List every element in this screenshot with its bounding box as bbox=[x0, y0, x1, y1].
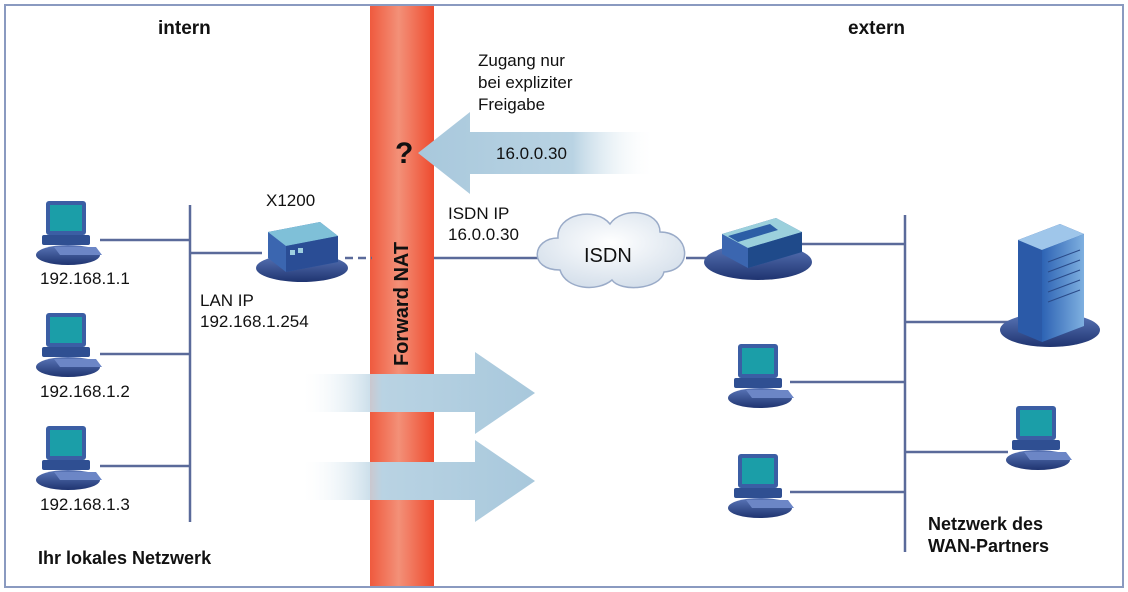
router-icon bbox=[256, 222, 348, 282]
local-pc-2-icon bbox=[36, 313, 102, 377]
access-note-line3: Freigabe bbox=[478, 95, 546, 114]
zone-intern-label: intern bbox=[158, 18, 211, 39]
outgoing-arrow-1 bbox=[300, 352, 535, 434]
outgoing-arrow-2 bbox=[300, 440, 535, 522]
router-name-label: X1200 bbox=[266, 191, 316, 210]
access-note-line2: bei expliziter bbox=[478, 73, 573, 92]
local-pc-2-ip: 192.168.1.2 bbox=[40, 382, 130, 401]
local-pc-3-icon bbox=[36, 426, 102, 490]
access-note-line1: Zugang nur bbox=[478, 51, 565, 70]
isdn-ip-label: ISDN IP bbox=[448, 204, 510, 223]
diagram-frame bbox=[4, 4, 1124, 588]
local-network-label: Ihr lokales Netzwerk bbox=[38, 548, 212, 568]
isdn-ip-value: 16.0.0.30 bbox=[448, 225, 519, 244]
local-network-lines bbox=[100, 205, 1010, 552]
firewall-label: Forward NAT bbox=[391, 242, 413, 366]
incoming-ip-label: 16.0.0.30 bbox=[496, 144, 567, 163]
lan-ip-value: 192.168.1.254 bbox=[200, 312, 309, 331]
server-icon bbox=[1000, 224, 1100, 347]
local-pc-1-icon bbox=[36, 201, 102, 265]
wan-partner-line2: WAN-Partners bbox=[928, 536, 1050, 556]
isdn-cloud-icon bbox=[536, 211, 686, 289]
lan-ip-label: LAN IP bbox=[200, 291, 254, 310]
zone-extern-label: extern bbox=[848, 18, 906, 39]
wan-router-icon bbox=[704, 218, 812, 280]
wan-pc-1-icon bbox=[728, 344, 794, 408]
wan-pc-3-icon bbox=[1006, 406, 1072, 470]
wan-pc-2-icon bbox=[728, 454, 794, 518]
blocked-question-mark: ? bbox=[395, 137, 413, 170]
isdn-cloud-label: ISDN bbox=[584, 245, 632, 267]
local-pc-3-ip: 192.168.1.3 bbox=[40, 495, 130, 514]
local-pc-1-ip: 192.168.1.1 bbox=[40, 269, 130, 288]
wan-partner-line1: Netzwerk des bbox=[928, 514, 1044, 534]
incoming-arrow bbox=[418, 112, 656, 194]
